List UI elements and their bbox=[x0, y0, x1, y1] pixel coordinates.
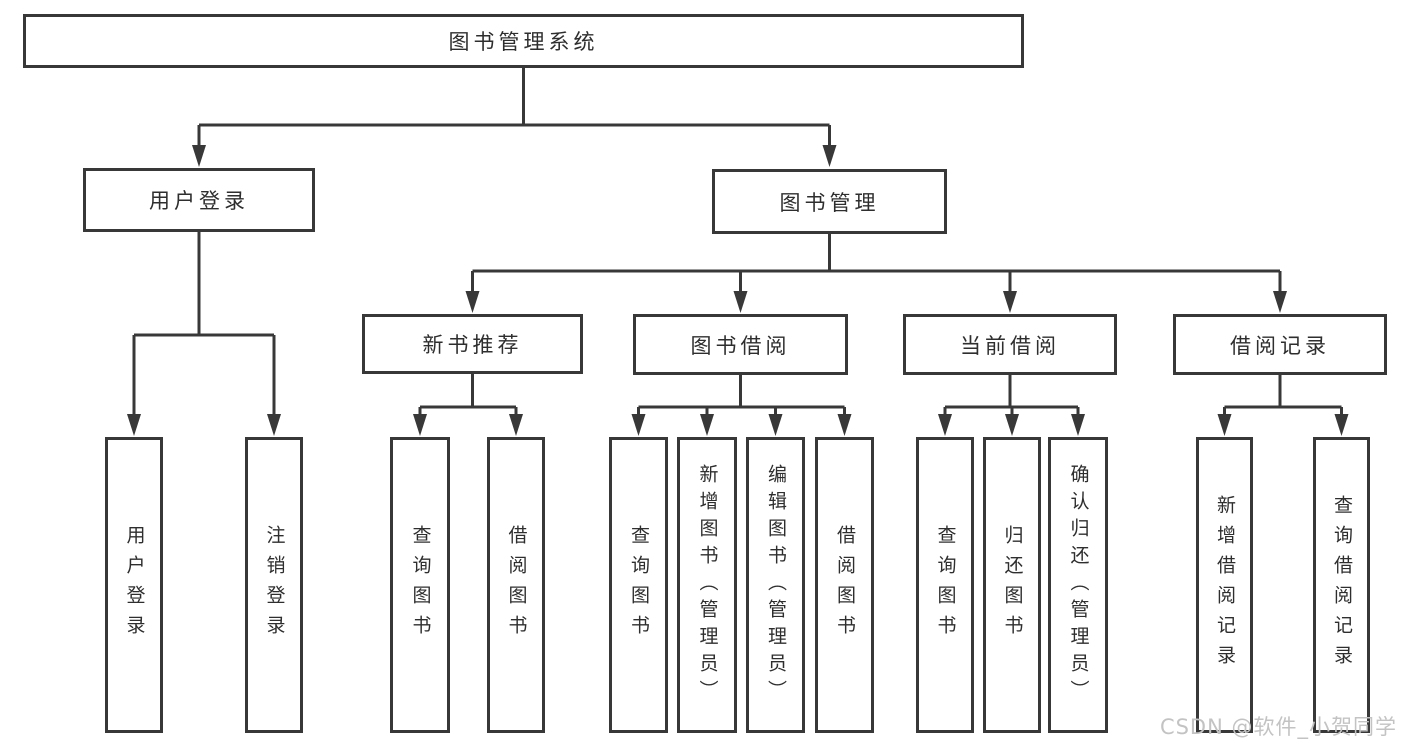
node-label: 查询图书 bbox=[628, 525, 650, 645]
node-label: 查询借阅记录 bbox=[1331, 495, 1353, 675]
node-label: 新增图书（管理员） bbox=[696, 463, 719, 707]
node-label: 当前借阅 bbox=[960, 333, 1060, 358]
node-label: 图书管理系统 bbox=[448, 30, 599, 54]
connector-paths bbox=[132, 68, 1343, 419]
leaf-query-borrow-record: 查询借阅记录 bbox=[1313, 437, 1370, 733]
leaf-query-books-recommend: 查询图书 bbox=[390, 437, 450, 733]
leaf-logout: 注销登录 bbox=[245, 437, 303, 733]
node-new-book-recommend: 新书推荐 bbox=[362, 314, 583, 374]
node-label: 用户登录 bbox=[123, 525, 146, 645]
arrowheads bbox=[127, 145, 1349, 436]
node-borrowing-records: 借阅记录 bbox=[1173, 314, 1387, 375]
node-label: 借阅记录 bbox=[1230, 333, 1330, 358]
node-label: 用户登录 bbox=[149, 189, 249, 213]
leaf-confirm-return-admin: 确认归还（管理员） bbox=[1048, 437, 1108, 733]
node-book-borrowing: 图书借阅 bbox=[633, 314, 848, 375]
node-label: 编辑图书（管理员） bbox=[765, 463, 787, 707]
node-root-library-system: 图书管理系统 bbox=[23, 14, 1024, 68]
leaf-edit-books-admin: 编辑图书（管理员） bbox=[746, 437, 805, 733]
node-user-login-branch: 用户登录 bbox=[83, 168, 315, 232]
leaf-borrow-books-recommend: 借阅图书 bbox=[487, 437, 545, 733]
leaf-query-books-borrowing: 查询图书 bbox=[609, 437, 668, 733]
node-label: 图书管理 bbox=[779, 190, 880, 215]
node-current-borrowing: 当前借阅 bbox=[903, 314, 1117, 375]
node-label: 图书借阅 bbox=[690, 333, 791, 358]
node-label: 借阅图书 bbox=[834, 525, 856, 645]
node-label: 确认归还（管理员） bbox=[1067, 463, 1090, 707]
leaf-add-books-admin: 新增图书（管理员） bbox=[677, 437, 737, 733]
csdn-watermark: CSDN @软件_小贺同学 bbox=[1159, 715, 1397, 739]
node-label: 注销登录 bbox=[263, 525, 286, 645]
node-label: 查询图书 bbox=[409, 525, 432, 645]
leaf-user-login: 用户登录 bbox=[105, 437, 163, 733]
node-label: 新书推荐 bbox=[422, 333, 523, 357]
node-label: 新增借阅记录 bbox=[1214, 495, 1236, 675]
node-book-management-branch: 图书管理 bbox=[712, 169, 947, 234]
node-label: 查询图书 bbox=[934, 525, 957, 645]
leaf-add-borrow-record: 新增借阅记录 bbox=[1196, 437, 1253, 733]
leaf-return-books: 归还图书 bbox=[983, 437, 1041, 733]
node-label: 归还图书 bbox=[1001, 525, 1024, 645]
node-label: 借阅图书 bbox=[505, 525, 528, 645]
leaf-borrow-books: 借阅图书 bbox=[815, 437, 874, 733]
leaf-query-books-current: 查询图书 bbox=[916, 437, 974, 733]
